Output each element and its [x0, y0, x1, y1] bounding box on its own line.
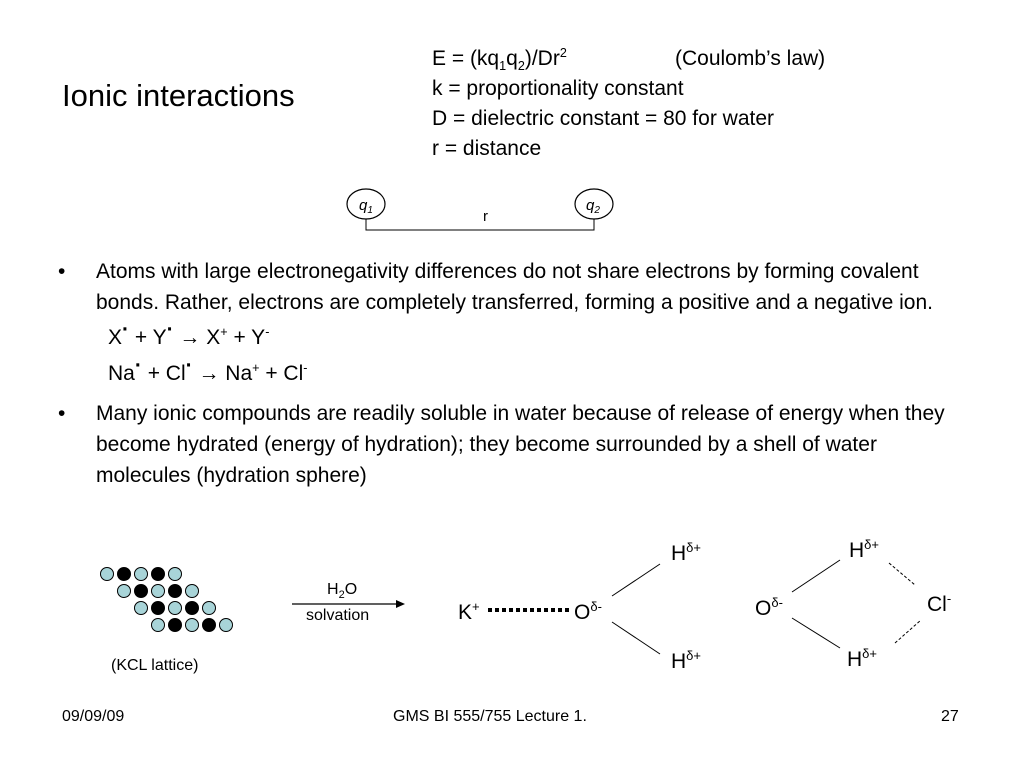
bullet-list: • Atoms with large electronegativity dif…	[58, 256, 958, 491]
coulomb-formula-block: E = (kq1q2)/Dr2 (Coulomb’s law) k = prop…	[432, 44, 826, 164]
h-bond-top	[888, 562, 916, 586]
oh-bond-top-2	[791, 559, 841, 593]
oh-bond-top	[611, 563, 661, 597]
r-definition: r = distance	[432, 137, 542, 160]
distance-bracket	[365, 219, 595, 231]
k-definition: k = proportionality constant	[432, 77, 684, 100]
solvation-water-label: H2O	[327, 581, 357, 601]
q2-label: q2	[586, 197, 600, 216]
footer-date: 09/09/09	[62, 708, 125, 725]
d-definition: D = dielectric constant = 80 for water	[432, 107, 774, 130]
hydrogen-label-top-2: Hδ+	[849, 537, 879, 562]
hydration-diagram: (KCL lattice) H2O solvation K+ Oδ- Hδ+ H…	[100, 537, 951, 674]
r-label: r	[483, 208, 488, 225]
potassium-ion-label: K+	[458, 599, 480, 624]
oh-bond-bottom	[611, 621, 661, 655]
footer-page-number: 27	[941, 708, 959, 725]
bullet-text: Atoms with large electronegativity diffe…	[96, 260, 933, 314]
bullet-item: • Many ionic compounds are readily solub…	[58, 398, 958, 491]
footer-course: GMS BI 555/755 Lecture 1.	[393, 708, 587, 725]
hydrogen-label-bottom-2: Hδ+	[847, 646, 877, 671]
charges-distance-diagram: q1 q2 r	[346, 188, 614, 231]
h-bond-bottom	[894, 619, 922, 644]
bullet-item: • Atoms with large electronegativity dif…	[58, 256, 958, 318]
slide-title: Ionic interactions	[62, 78, 295, 113]
water-oxygen-label: Oδ-	[574, 599, 602, 624]
bullet-text: Many ionic compounds are readily soluble…	[96, 402, 945, 487]
q1-label: q1	[359, 197, 373, 216]
nacl-ion-equation: Na· + Cl· → Na+ + Cl-	[108, 354, 308, 385]
solvation-label: solvation	[306, 607, 369, 624]
bullet-marker: •	[58, 260, 66, 283]
generic-ion-equation: X· + Y· → X+ + Y-	[108, 318, 270, 349]
ion-equations: X· + Y· → X+ + Y- Na· + Cl· → Na+ + Cl-	[58, 318, 958, 392]
chloride-ion-label: Cl-	[927, 591, 951, 616]
kcl-lattice-label: (KCL lattice)	[111, 657, 198, 674]
coulomb-equation: E = (kq1q2)/Dr2 (Coulomb’s law)	[432, 46, 826, 74]
hydrogen-label-bottom: Hδ+	[671, 648, 701, 673]
solvation-arrowhead	[396, 600, 405, 608]
coulomb-law-label: (Coulomb’s law)	[675, 47, 826, 70]
water-oxygen-label-2: Oδ-	[755, 595, 783, 620]
hydrogen-label-top: Hδ+	[671, 540, 701, 565]
oh-bond-bottom-2	[791, 617, 841, 649]
bullet-marker: •	[58, 402, 66, 425]
kcl-lattice	[100, 567, 233, 632]
